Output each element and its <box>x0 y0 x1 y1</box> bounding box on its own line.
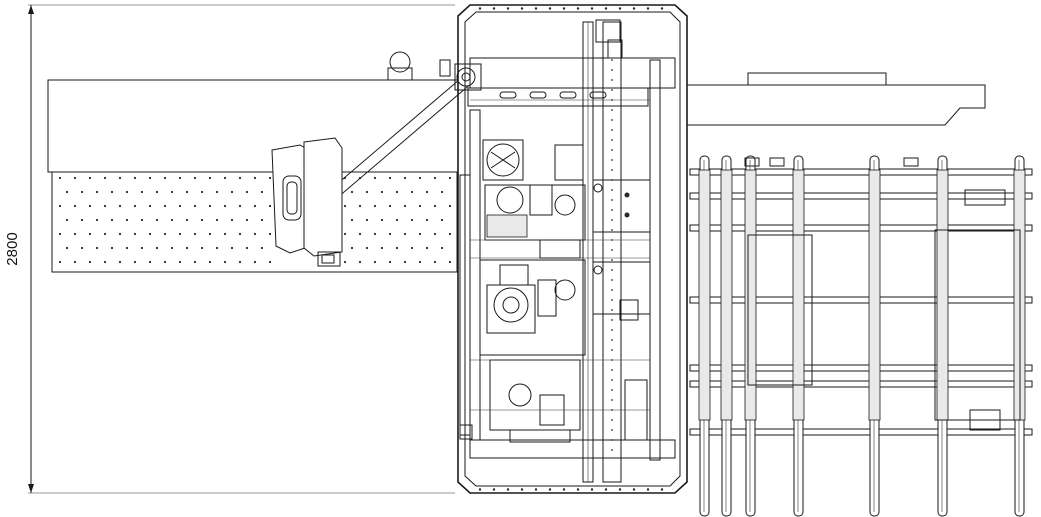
frame-internal-details <box>470 59 650 451</box>
table-hole-grid <box>58 176 452 264</box>
infeed-table <box>47 79 459 273</box>
bottom-motor-assembly <box>459 359 581 443</box>
roller-conveyor <box>689 155 1033 517</box>
machine-frame <box>457 4 688 494</box>
top-roller <box>387 51 451 81</box>
dimension-label: 2800 <box>4 232 21 265</box>
upper-head-assembly <box>482 139 651 241</box>
frame-bolt-row <box>478 7 664 491</box>
outfeed-table <box>687 72 986 126</box>
gripper-head <box>271 137 343 267</box>
vertical-guides <box>459 19 661 483</box>
lower-head-assembly <box>479 259 651 356</box>
height-dimension: 2800 <box>4 4 455 494</box>
